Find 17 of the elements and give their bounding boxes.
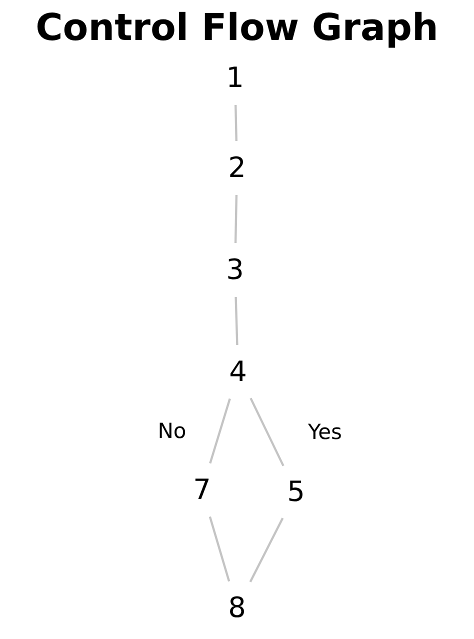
- node-number: 4: [221, 353, 255, 391]
- node-number: 5: [279, 473, 313, 511]
- connector-line: [250, 398, 284, 466]
- connector-line: [234, 194, 238, 244]
- node-number: 1: [218, 59, 252, 97]
- edge-label: No: [158, 419, 186, 443]
- connector-line: [209, 398, 231, 464]
- connector-line: [234, 296, 238, 346]
- node-number: 3: [218, 251, 252, 289]
- connector-line: [249, 518, 284, 582]
- node-number: 7: [185, 471, 219, 509]
- connector-line: [208, 516, 230, 582]
- node-number: 2: [220, 149, 254, 187]
- node-number: 8: [220, 589, 254, 627]
- title: Control Flow Graph: [34, 6, 440, 49]
- edge-label: Yes: [308, 420, 342, 444]
- connector-line: [234, 104, 238, 142]
